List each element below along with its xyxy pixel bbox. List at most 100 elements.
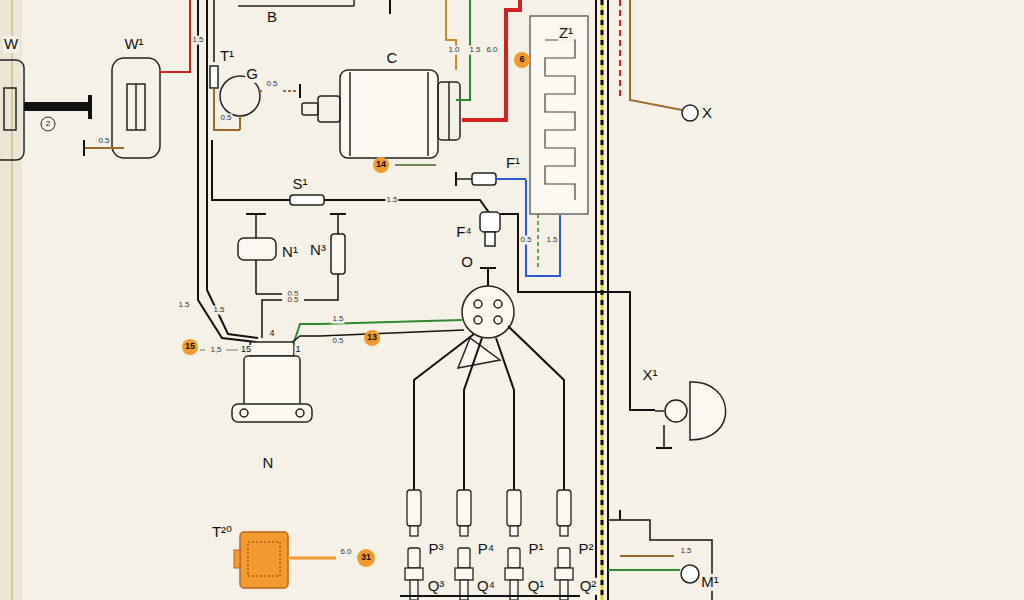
red-wire: [160, 0, 190, 72]
ground-wire: [395, 164, 436, 166]
wire-gauge: 6.0: [485, 46, 498, 55]
wire-gauge: 1.5: [545, 236, 558, 245]
callout-number: 31: [360, 553, 372, 563]
part-label: N¹: [281, 244, 299, 261]
ground-strap: [24, 102, 88, 111]
solenoid-n3: [331, 234, 345, 274]
part-label: Z¹: [558, 25, 574, 42]
callout-circle: [514, 52, 530, 68]
fuse-s1: [290, 195, 324, 205]
blue-wire: [496, 178, 526, 180]
part-label: M¹: [700, 574, 720, 591]
part-label: Q³: [427, 578, 446, 595]
pin-number: 4: [268, 329, 275, 339]
ground-line: [337, 214, 339, 234]
switch-f4: [480, 212, 500, 232]
ground-tick: [330, 213, 346, 215]
wire-gauge: 0.5: [519, 236, 532, 245]
ground-tick: [389, 0, 391, 14]
distributor-o: [458, 286, 514, 368]
switch-f4: [485, 232, 495, 246]
wire-gauge: 1.5: [679, 547, 692, 556]
black-wire: [262, 300, 282, 338]
bundle-wire: [601, 0, 604, 600]
ground-tick: [246, 213, 266, 215]
wire-gauge: 0.5: [265, 80, 278, 89]
black-wire: [608, 520, 712, 600]
wire-gauge: 1.0: [447, 46, 460, 55]
green-wire: [537, 214, 539, 270]
connector-t1: [210, 66, 218, 88]
part-label: N: [262, 455, 275, 472]
wire-gauge: 1.5: [191, 36, 204, 45]
brown-wire: [630, 0, 682, 110]
part-label: X¹: [642, 367, 659, 384]
bundle-wire: [607, 0, 609, 600]
part-label: C: [386, 50, 399, 67]
switch-f1: [456, 178, 472, 180]
wire-gauge: 0.5: [331, 337, 344, 346]
bundle-wire: [595, 0, 597, 600]
pin-number: 15: [240, 345, 252, 355]
part-b-outline: [238, 5, 354, 7]
ground-line: [663, 425, 665, 448]
callout-circle: [373, 157, 389, 173]
callout-circle: [364, 330, 380, 346]
red-wire: [619, 0, 621, 100]
ground-tick: [83, 140, 85, 156]
black-wire: [213, 0, 215, 62]
circled-number-ring: [41, 117, 55, 131]
wire-gauge: 0.5: [219, 114, 232, 123]
bulb-m1: [681, 565, 699, 583]
part-b-outline: [353, 0, 355, 6]
green-wire: [608, 569, 680, 571]
orange-wire: [446, 0, 456, 70]
page-edge: [0, 0, 22, 600]
brown-wire: [283, 90, 298, 92]
wire-gauge: 0.5: [97, 137, 110, 146]
plug-lead: [508, 326, 564, 490]
orange-wire: [288, 557, 336, 560]
red-wire: [462, 0, 520, 120]
part-label: T²⁰: [211, 524, 233, 541]
wire-gauge: 1.5: [331, 315, 344, 324]
part-label: B: [266, 9, 278, 26]
ground-tick: [487, 268, 489, 286]
brown-wire: [620, 555, 674, 557]
brown-wire: [84, 147, 124, 149]
leader-line: [226, 350, 238, 351]
connector-t20: [234, 532, 288, 588]
bulb-x: [682, 105, 698, 121]
part-label: F⁴: [455, 224, 473, 241]
wire-gauge: 0.5: [286, 296, 299, 305]
ground-tick: [656, 447, 672, 449]
part-label: T¹: [219, 48, 235, 65]
wire-gauge: 1.5: [212, 306, 225, 315]
callout-circle: [182, 339, 198, 355]
part-label: X: [701, 105, 713, 122]
black-wire: [212, 140, 290, 200]
lamp-w: [0, 60, 24, 160]
black-wire: [324, 200, 490, 214]
lamp-w1: [112, 58, 160, 158]
black-wire: [290, 330, 464, 344]
callout-circle: [357, 549, 375, 567]
black-wire: [255, 260, 257, 294]
black-wire: [256, 293, 282, 295]
wire-gauge: 1.5: [468, 46, 481, 55]
black-wire: [500, 214, 655, 410]
leader-line: [200, 350, 205, 351]
ignition-coil-n: [232, 342, 312, 422]
wire-gauge: 1,5: [209, 346, 222, 355]
bundle-wire: [601, 0, 604, 600]
callout-number: 6: [518, 55, 525, 65]
wire-gauge: 1.5: [385, 196, 398, 205]
ground-strap-end: [88, 95, 92, 119]
callout-number: 14: [375, 160, 387, 170]
part-label: Q¹: [527, 578, 546, 595]
part-label: S¹: [292, 176, 309, 193]
pin-number: 1: [294, 345, 301, 355]
generator-c: [302, 70, 460, 158]
ground-tick: [480, 267, 496, 269]
